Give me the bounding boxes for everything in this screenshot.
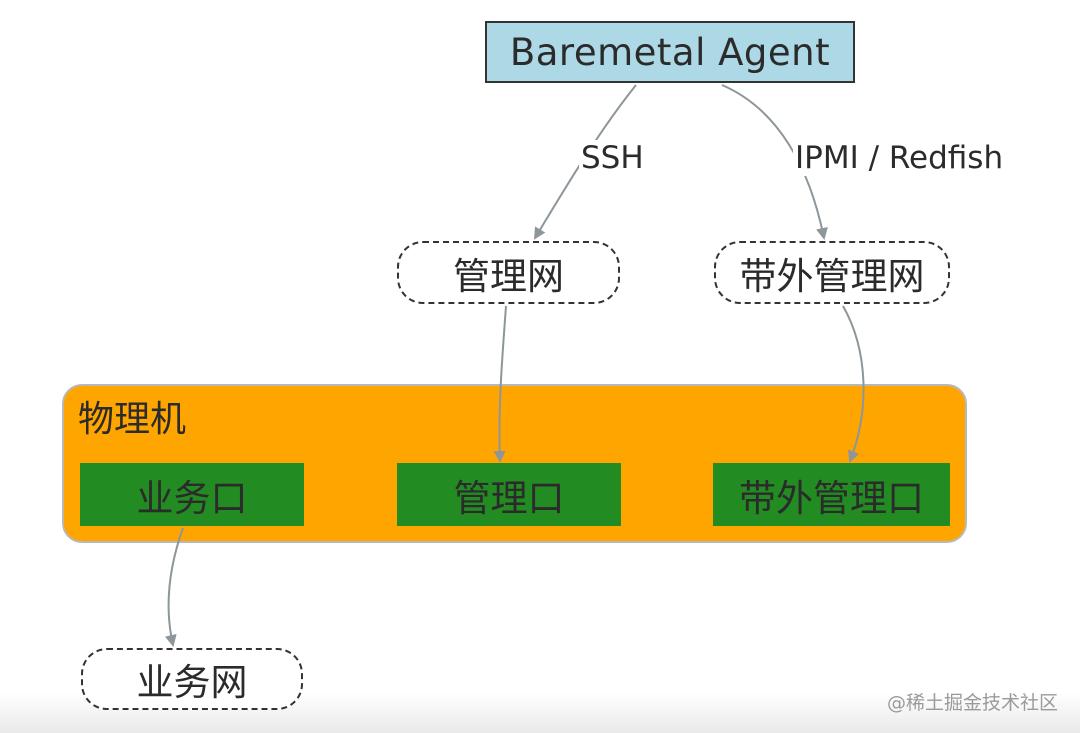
edge-business-port-to-business-network	[164, 527, 184, 647]
oob-management-network-node: 带外管理网	[714, 241, 950, 304]
management-network-node: 管理网	[397, 241, 620, 304]
edge-oob-network-to-oob-port	[842, 305, 865, 463]
oob-management-port-node: 带外管理口	[713, 463, 950, 526]
edge-agent-to-oob-network	[721, 84, 828, 240]
physical-machine-label: 物理机	[78, 399, 187, 440]
edge-label-ipmi-redfish: IPMI / Redfish	[793, 140, 1006, 176]
baremetal-agent-node: Baremetal Agent	[485, 21, 855, 83]
business-port-node: 业务口	[80, 463, 304, 526]
business-network-node: 业务网	[81, 648, 303, 710]
watermark: @稀土掘金技术社区	[886, 692, 1058, 714]
management-port-node: 管理口	[397, 463, 621, 526]
edge-mgmt-network-to-mgmt-port	[493, 305, 507, 463]
edge-label-ssh: SSH	[579, 140, 646, 176]
